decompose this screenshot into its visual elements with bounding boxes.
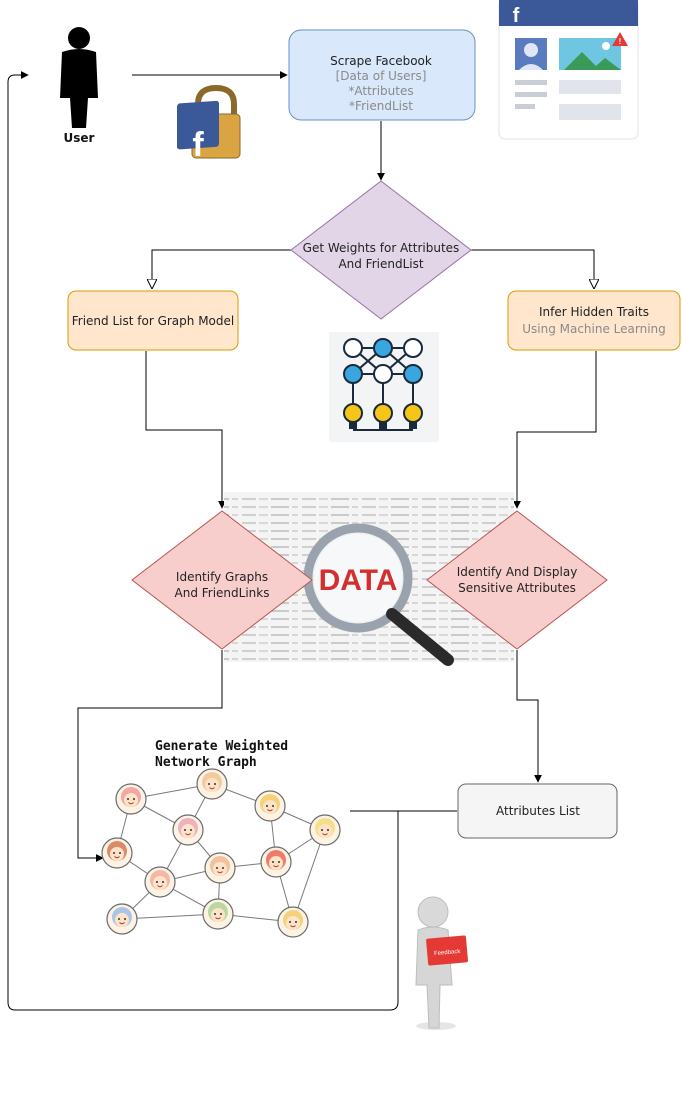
friend-list-box [67,290,239,351]
scrape-facebook-node: Scrape Facebook [Data of Users] *Attribu… [288,29,476,121]
arrow-identify-display-to-attributes [516,650,542,783]
feedback-person-icon: Feedback [415,896,468,1030]
attributes-list-box [457,783,618,839]
network-node-avatar-icon [254,790,286,822]
get-weights-diamond [290,180,472,320]
network-node-avatar-icon [115,783,147,815]
friend-list-node: Friend List for Graph Model [67,290,239,351]
infer-traits-node: Infer Hidden Traits Using Machine Learni… [507,290,681,351]
network-node-avatar-icon [172,814,204,846]
scrape-facebook-box [288,29,476,121]
identify-display-node: Identify And Display Sensitive Attribute… [426,510,608,650]
identify-graphs-line1: Identify Graphs [176,570,268,584]
facebook-profile-icon: f ! [498,0,639,140]
friend-list-label: Friend List for Graph Model [72,314,234,328]
identify-graphs-node: Identify Graphs And FriendLinks [131,510,313,650]
user-silhouette-icon [60,27,98,128]
network-node-avatar-icon [277,906,309,938]
get-weights-line2: And FriendList [338,257,423,271]
get-weights-line1: Get Weights for Attributes [303,241,460,255]
svg-text:f: f [192,126,204,164]
neural-network-icon [329,332,439,442]
infer-traits-box [507,290,681,351]
attributes-list-label: Attributes List [496,804,580,818]
facebook-padlock-icon: f [177,84,241,164]
arrow-weights-to-friendlist [152,249,291,288]
svg-text:f: f [513,5,520,27]
get-weights-node: Get Weights for Attributes And FriendLis… [290,180,472,320]
scrape-line3: *Attributes [348,84,413,98]
network-title-line2: Network Graph [155,755,257,770]
identify-graphs-line2: And FriendLinks [175,586,270,600]
infer-line1: Infer Hidden Traits [539,305,649,319]
scrape-title: Scrape Facebook [330,54,432,68]
arrow-infer-to-identify-display [513,351,597,509]
arrow-identify-graphs-to-network [77,650,223,862]
arrow-weights-to-infer [471,249,594,288]
attributes-list-node: Attributes List [457,783,618,839]
scrape-line2: [Data of Users] [336,69,427,83]
identify-display-line1: Identify And Display [457,565,578,579]
network-node-avatar-icon [196,768,228,800]
data-word: DATA [319,564,398,597]
network-node-avatar-icon [106,903,138,935]
user-node: User [60,27,98,145]
infer-line2: Using Machine Learning [522,322,666,336]
user-label: User [64,131,95,145]
connectors [7,71,597,1011]
network-node-avatar-icon [202,898,234,930]
network-title-line1: Generate Weighted [155,739,288,754]
arrow-friendlist-to-identify-graphs [145,351,226,509]
svg-text:!: ! [619,37,622,46]
network-edge [121,913,219,920]
feedback-sign-text: Feedback [434,949,462,957]
network-node-avatar-icon [144,866,176,898]
scrape-line4: *FriendList [349,99,413,113]
network-nodes [101,768,341,938]
network-node-avatar-icon [260,846,292,878]
identify-display-diamond [426,510,608,650]
arrow-feedback-loop [7,71,457,1011]
network-node-avatar-icon [204,852,236,884]
identify-display-line2: Sensitive Attributes [458,581,576,595]
network-node-avatar-icon [101,837,133,869]
identify-graphs-diamond [131,510,313,650]
network-graph: Generate Weighted Network Graph [101,739,341,938]
network-edge [292,829,326,923]
network-node-avatar-icon [309,814,341,846]
